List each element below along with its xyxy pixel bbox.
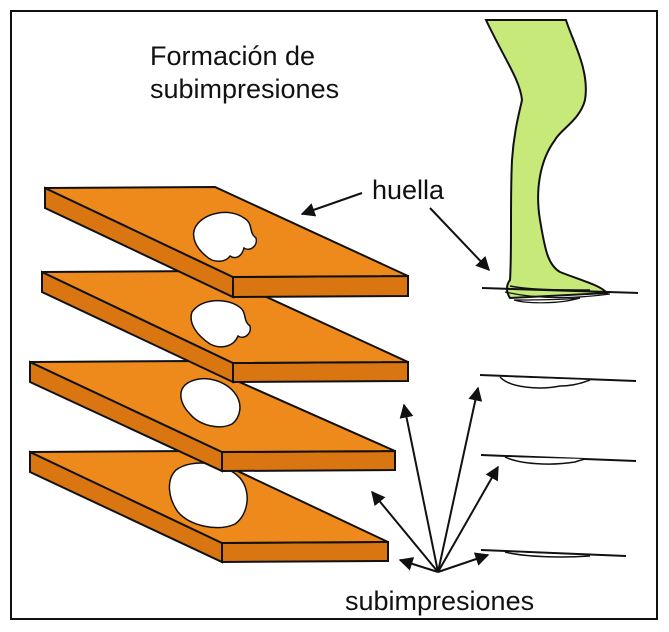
arrows-subimpresiones xyxy=(371,386,499,573)
diagram-title: Formación de subimpresiones xyxy=(150,40,339,106)
subprint-2 xyxy=(190,299,252,348)
ground-line-1 xyxy=(479,374,637,382)
ground-line-top xyxy=(481,287,639,294)
subprint-3 xyxy=(180,377,241,428)
ground-print-2 xyxy=(504,456,586,465)
label-subimpresiones: subimpresiones xyxy=(345,586,535,616)
slab-4 xyxy=(29,449,389,564)
ground-print-3 xyxy=(504,551,591,558)
title-line-2: subimpresiones xyxy=(150,74,340,104)
ground-print-1 xyxy=(499,376,591,389)
ground-line-3 xyxy=(480,549,627,557)
slab-3 xyxy=(29,359,396,473)
arrow-huella-leg xyxy=(429,207,490,272)
slab-2 xyxy=(41,269,409,384)
leg-illustration xyxy=(484,19,611,304)
slab-1 xyxy=(44,185,409,299)
label-huella: huella xyxy=(372,175,445,205)
title-line-1: Formación de xyxy=(150,41,316,71)
arrow-huella-slab xyxy=(300,192,363,217)
ground-line-2 xyxy=(480,454,637,462)
footprint-print xyxy=(192,211,258,262)
